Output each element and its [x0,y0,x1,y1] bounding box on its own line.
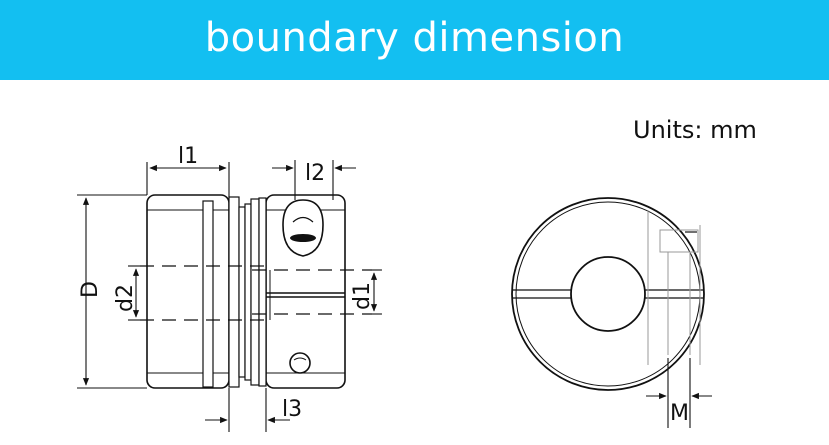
hidden-clamp-screw [647,210,701,365]
bore-hidden-lines [140,265,372,321]
dim-M-label: M [670,401,689,426]
dim-l3-label: l3 [282,397,302,422]
bore-circle [570,256,646,332]
units-label: Units: mm [633,116,757,144]
screw-hole [289,352,311,374]
disc-pack [228,196,260,388]
dim-l1-label: l1 [178,144,198,169]
left-hub [146,194,230,389]
side-view-dimensions [77,160,382,432]
clamp-screw-head [282,199,324,257]
dim-l2-label: l2 [305,161,325,186]
dim-D-label: D [78,281,103,298]
side-view [140,194,372,389]
dim-d2-label: d2 [113,284,138,312]
title-banner: boundary dimension [0,0,829,80]
end-view-dimensions [646,358,712,428]
end-view [511,197,705,391]
banner-title: boundary dimension [204,15,625,61]
dim-d1-label: d1 [350,282,375,310]
